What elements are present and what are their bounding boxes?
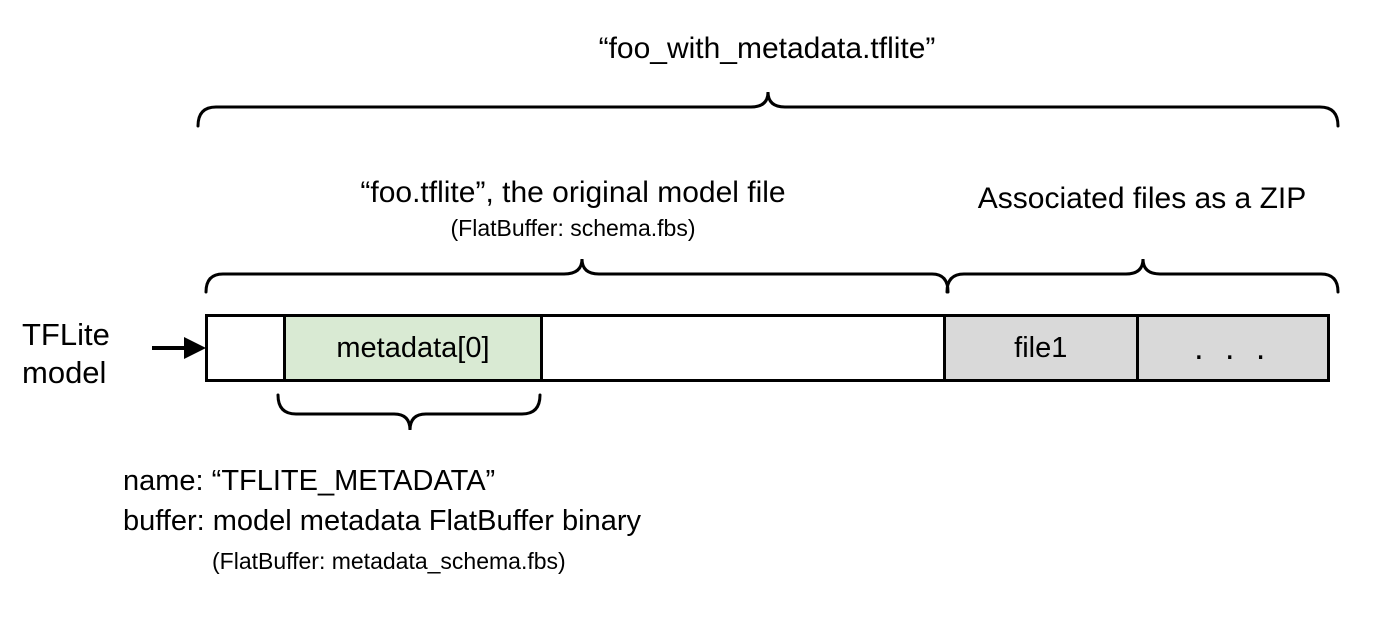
- metadata-buffer-line: buffer: model metadata FlatBuffer binary: [123, 505, 641, 537]
- bar-cell-ellipsis: . . .: [1135, 317, 1327, 379]
- model-byte-layout-bar: metadata[0] file1 . . .: [205, 314, 1330, 382]
- bar-cell-body: [540, 317, 944, 379]
- brace-associated-files: [945, 258, 1340, 294]
- original-model-label: “foo.tflite”, the original model file: [360, 176, 786, 209]
- metadata-name-line: name: “TFLITE_METADATA”: [123, 465, 496, 497]
- bar-cell-head: [208, 317, 283, 379]
- bar-cell-metadata: metadata[0]: [282, 317, 541, 379]
- associated-files-label: Associated files as a ZIP: [977, 182, 1307, 215]
- brace-original-model: [204, 258, 950, 294]
- source-label-line1: TFLite: [22, 317, 110, 352]
- metadata-schema-line: (FlatBuffer: metadata_schema.fbs): [212, 548, 566, 574]
- arrow-right-icon: [152, 337, 206, 359]
- brace-metadata-detail: [276, 393, 542, 431]
- bar-cell-file1: file1: [943, 317, 1136, 379]
- source-label-line2: model: [22, 355, 107, 390]
- top-file-label: “foo_with_metadata.tflite”: [598, 32, 936, 65]
- original-model-sublabel: (FlatBuffer: schema.fbs): [450, 215, 696, 241]
- brace-whole-file: [196, 91, 1340, 128]
